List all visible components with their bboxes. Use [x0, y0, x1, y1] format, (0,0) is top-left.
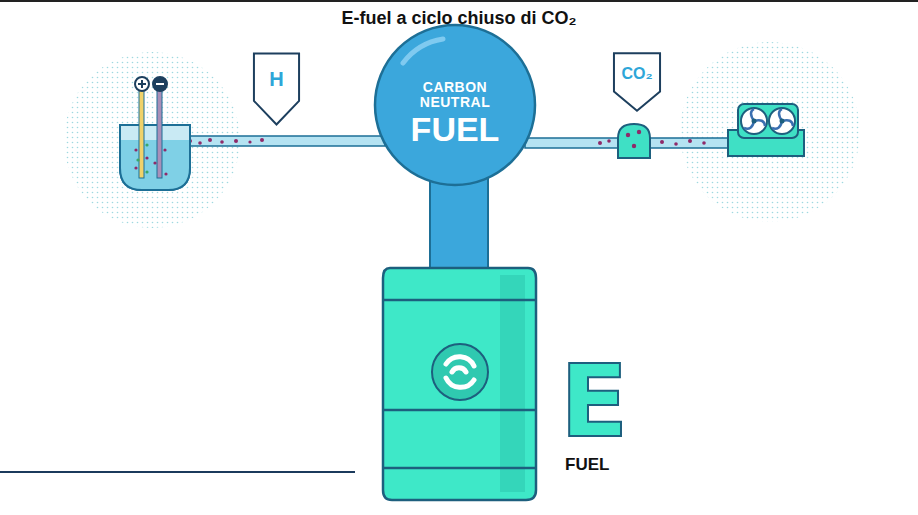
big-e-letter: E: [560, 352, 628, 452]
co2-bubbles: [598, 139, 706, 146]
air-capture-unit: [728, 104, 804, 156]
node-label: CO₂: [621, 65, 652, 83]
top-rule: [0, 0, 918, 2]
baseline-rule: [0, 471, 355, 473]
hydrogen-bubbles: [188, 138, 264, 145]
co2-tag: CO₂: [613, 52, 661, 112]
node-label: CARBON NEUTRAL: [405, 80, 505, 111]
barrel: [383, 268, 536, 500]
pump: [618, 124, 650, 158]
node-heading: FUEL: [411, 111, 500, 148]
node-label: H: [269, 68, 283, 90]
dotted-halo: [680, 42, 860, 222]
electrolyser: [120, 77, 190, 190]
fuel-sphere: CARBON NEUTRALFUEL: [373, 23, 537, 187]
fuel-label: FUEL: [565, 456, 609, 473]
hydrogen-pipe: [170, 136, 385, 146]
hydrogen-tag: H: [253, 52, 300, 126]
